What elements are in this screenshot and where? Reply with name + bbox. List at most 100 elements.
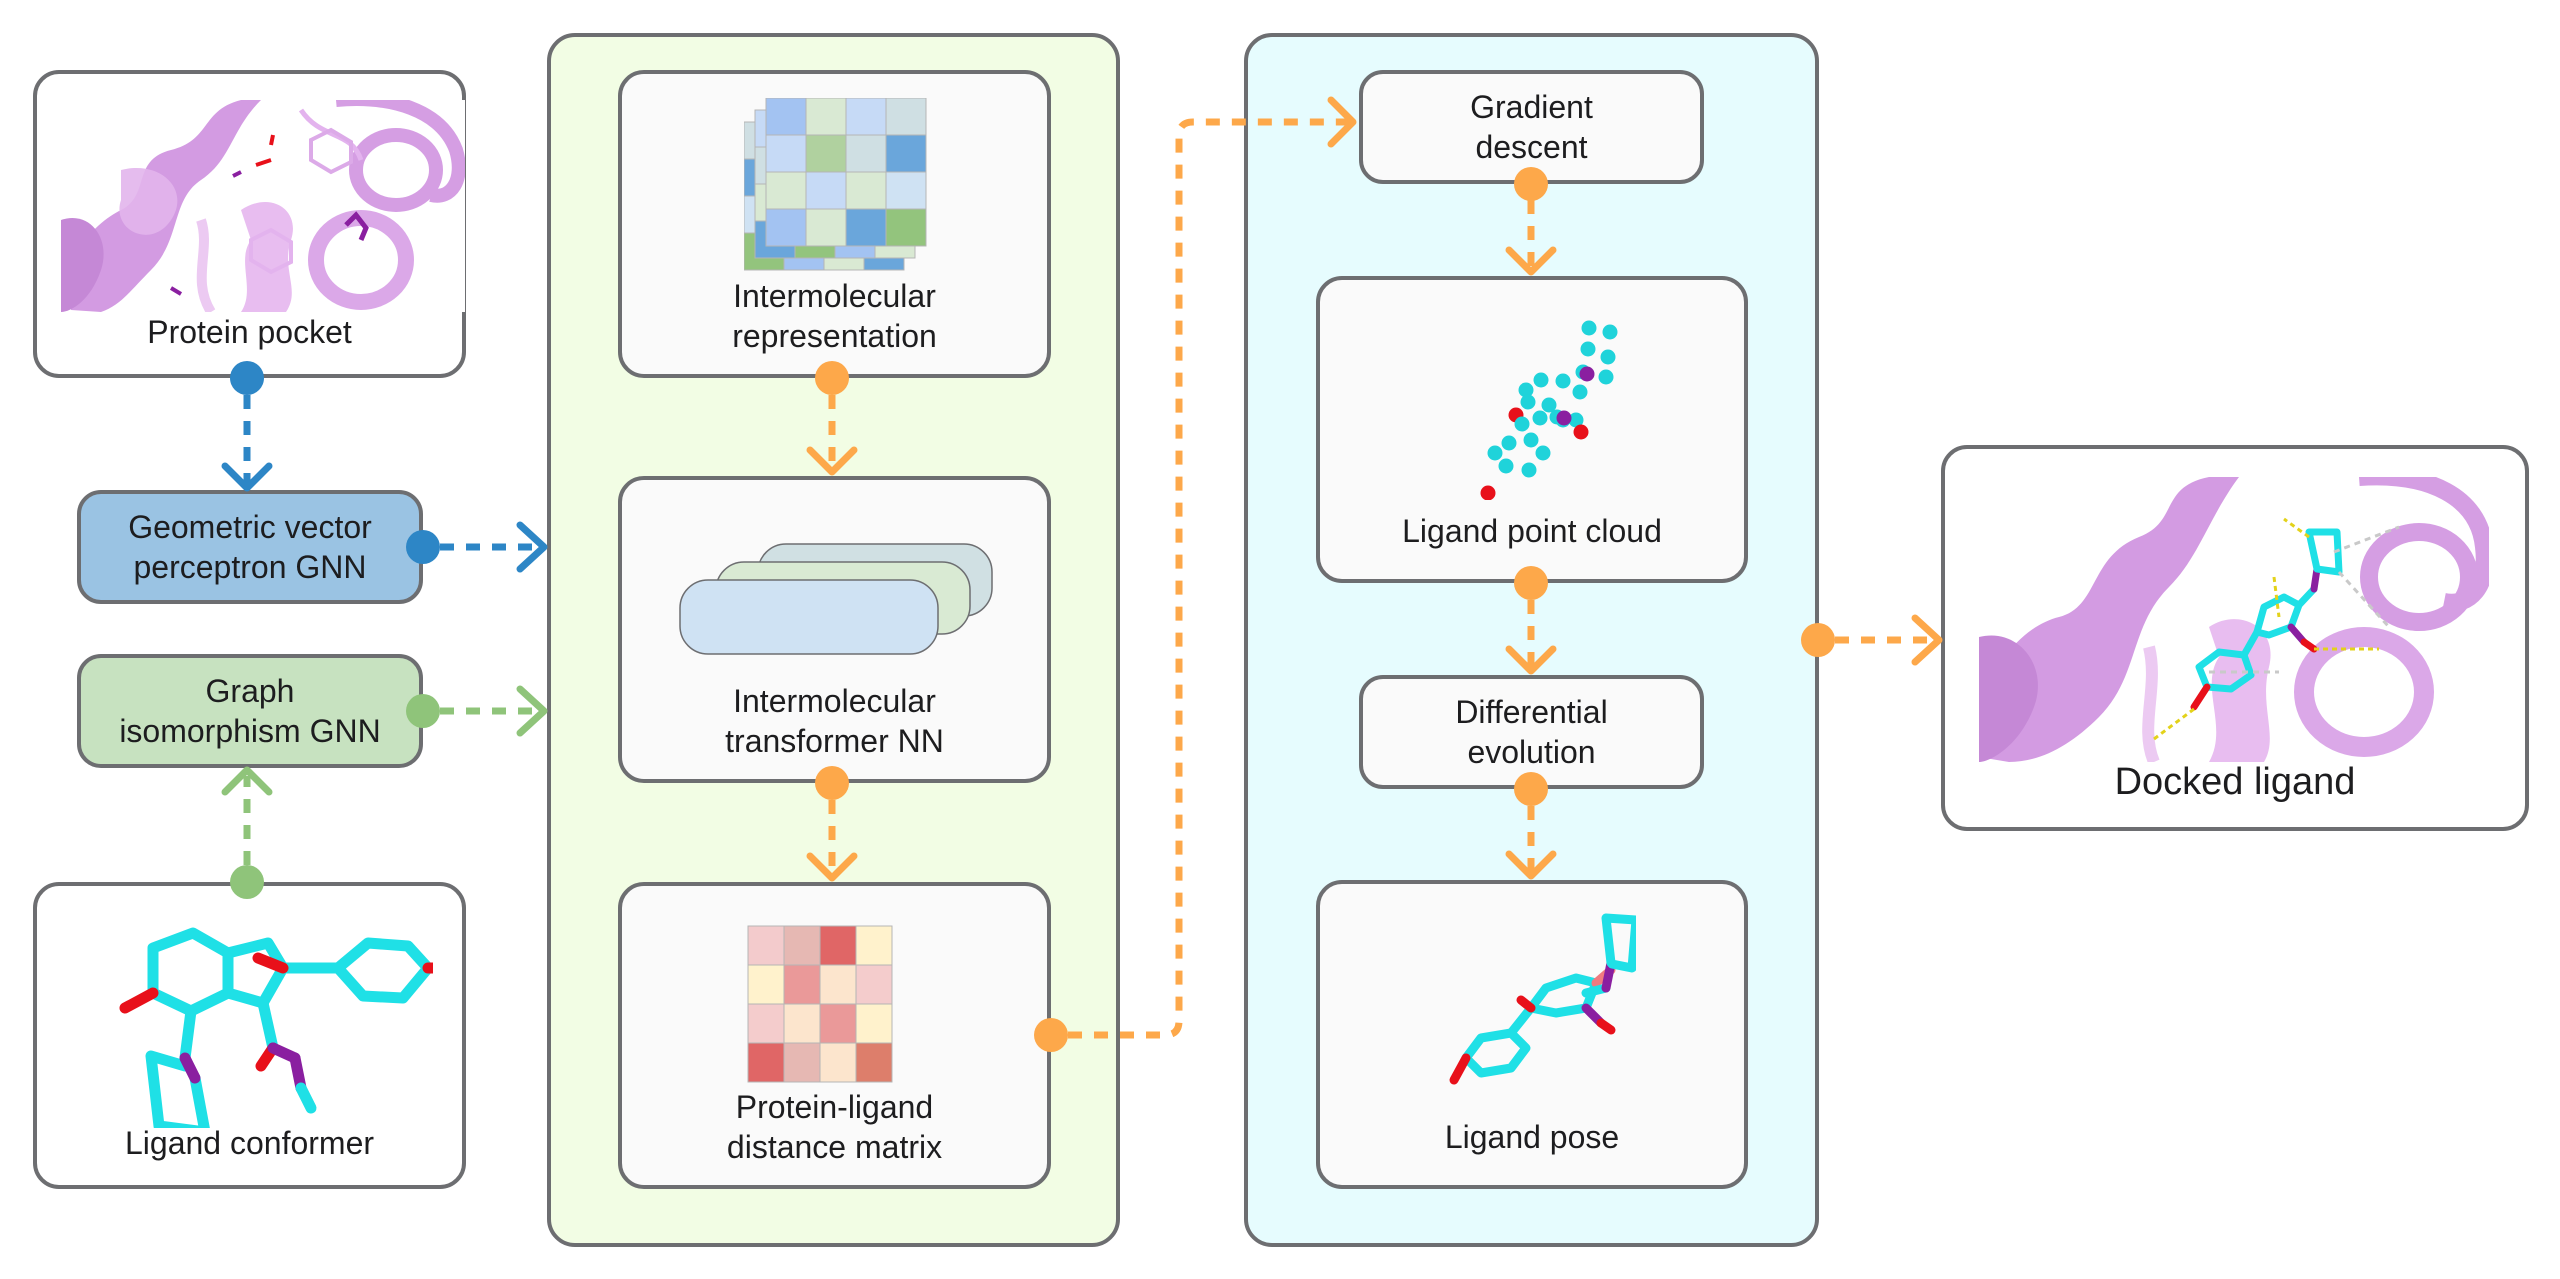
arrowhead-cloud-to-differential <box>1505 645 1557 675</box>
representation-front-layer-cell <box>805 98 847 136</box>
distance-matrix-label-line1: Protein-ligand <box>735 1089 934 1125</box>
arrowhead-gradient-to-cloud <box>1505 246 1557 276</box>
intermolecular-transformer-label-line2: transformer NN <box>725 723 944 759</box>
port-optimization-out <box>1801 623 1835 657</box>
port-rep-out <box>815 361 849 395</box>
arrowhead-optimization-to-docked <box>1911 614 1943 666</box>
port-gvp-out <box>406 530 440 564</box>
port-transformer-out <box>815 766 849 800</box>
representation-front-layer-cell <box>885 98 927 136</box>
edge-distance-to-gradient <box>1068 118 1350 1039</box>
atom-point <box>1579 366 1595 382</box>
arrowhead-pocket-to-gvp <box>221 462 273 492</box>
stacked-layers-icon <box>679 543 993 655</box>
arrowhead-gvp-to-module <box>516 521 548 573</box>
distance-matrix-cell <box>747 964 785 1005</box>
representation-front-layer-cell <box>765 171 807 210</box>
port-cloud-out <box>1514 566 1548 600</box>
intermolecular-transformer-label-line1: Intermolecular <box>733 683 936 719</box>
distance-matrix-cell <box>783 964 821 1005</box>
gin-gnn-label-line1: Graph <box>205 673 295 709</box>
distance-matrix-cell <box>819 1042 857 1083</box>
atom-point <box>1580 341 1596 357</box>
atom-point <box>1568 412 1584 428</box>
ligand-conformer-node: Ligand conformer <box>33 882 466 1189</box>
differential-evolution-label-line1: Differential <box>1455 694 1608 730</box>
representation-front-layer-cell <box>885 134 927 173</box>
atom-point <box>1572 384 1588 400</box>
distance-matrix-cell <box>783 925 821 966</box>
arrowhead-conformer-to-gin <box>221 766 273 796</box>
atom-point <box>1541 397 1557 413</box>
ligand-conformer-molecule-icon <box>119 927 433 1128</box>
ligand-point-cloud-node: Ligand point cloud <box>1316 276 1748 583</box>
protein-ligand-complex-icon <box>1979 477 2489 762</box>
distance-matrix-cell <box>819 964 857 1005</box>
arrowhead-differential-to-pose <box>1505 850 1557 880</box>
port-differential-out <box>1514 772 1548 806</box>
differential-evolution-label-line2: evolution <box>1467 734 1596 770</box>
arrowhead-rep-to-transformer <box>806 446 858 476</box>
gin-gnn-node: Graph isomorphism GNN <box>77 654 423 768</box>
arrowhead-transformer-to-distance <box>806 852 858 882</box>
ligand-pose-label: Ligand pose <box>1444 1119 1620 1155</box>
representation-front-layer-cell <box>845 98 887 136</box>
gvp-gnn-label-line1: Geometric vector <box>128 509 372 545</box>
port-gradient-out <box>1514 167 1548 201</box>
intermolecular-representation-label-line1: Intermolecular <box>733 278 936 314</box>
port-distance-out <box>1034 1018 1068 1052</box>
atom-point <box>1600 349 1616 365</box>
gradient-descent-node: Gradient descent <box>1359 70 1704 184</box>
intermolecular-representation-label-line2: representation <box>732 318 937 354</box>
distance-matrix-cell <box>855 1003 893 1044</box>
arrowhead-gin-to-module <box>516 685 548 737</box>
protein-pocket-label: Protein pocket <box>147 314 352 350</box>
gradient-descent-label-line2: descent <box>1475 129 1588 165</box>
ligand-conformer-label: Ligand conformer <box>124 1125 375 1161</box>
atom-point <box>1573 424 1589 440</box>
atom-point <box>1518 382 1534 398</box>
atom-point <box>1480 485 1496 500</box>
atom-point <box>1487 445 1503 461</box>
representation-front-layer-cell <box>885 208 927 247</box>
atom-point <box>1523 432 1539 448</box>
stacked-feature-grid-icon <box>744 98 927 271</box>
representation-front-layer-cell <box>845 171 887 210</box>
atom-point <box>1501 435 1517 451</box>
port-pocket-out <box>230 361 264 395</box>
distance-matrix-cell <box>855 925 893 966</box>
distance-matrix-cell <box>855 1042 893 1083</box>
representation-front-layer-cell <box>765 208 807 247</box>
atom-point <box>1555 373 1571 389</box>
distance-matrix-cell <box>783 1042 821 1083</box>
atom-point <box>1514 416 1530 432</box>
distance-matrix-cell <box>783 1003 821 1044</box>
atom-point <box>1532 410 1548 426</box>
intermolecular-transformer-node: Intermolecular transformer NN <box>618 476 1051 783</box>
distance-matrix-cell <box>819 1003 857 1044</box>
atom-point <box>1521 462 1537 478</box>
representation-front-layer-cell <box>845 134 887 173</box>
protein-ribbon-icon <box>61 100 465 312</box>
point-cloud-icon <box>1480 320 1618 500</box>
gvp-gnn-label-line2: perceptron GNN <box>133 549 367 585</box>
distance-matrix-cell <box>747 1003 785 1044</box>
distance-matrix-cell <box>855 964 893 1005</box>
port-conformer-out <box>230 865 264 899</box>
representation-front-layer-cell <box>885 171 927 210</box>
ligand-pose-molecule-icon <box>1449 913 1636 1085</box>
atom-point <box>1556 410 1572 426</box>
gradient-descent-label-line1: Gradient <box>1470 89 1593 125</box>
atom-point <box>1533 372 1549 388</box>
distance-matrix-label-line2: distance matrix <box>726 1129 943 1165</box>
atom-point <box>1581 320 1597 336</box>
ligand-pose-node: Ligand pose <box>1316 880 1748 1189</box>
atom-point <box>1498 458 1514 474</box>
gin-gnn-label-line2: isomorphism GNN <box>119 713 381 749</box>
atom-point <box>1520 394 1536 410</box>
representation-front-layer-cell <box>805 171 847 210</box>
heatmap-grid-icon <box>747 925 893 1083</box>
docked-ligand-node: Docked ligand <box>1941 445 2529 831</box>
